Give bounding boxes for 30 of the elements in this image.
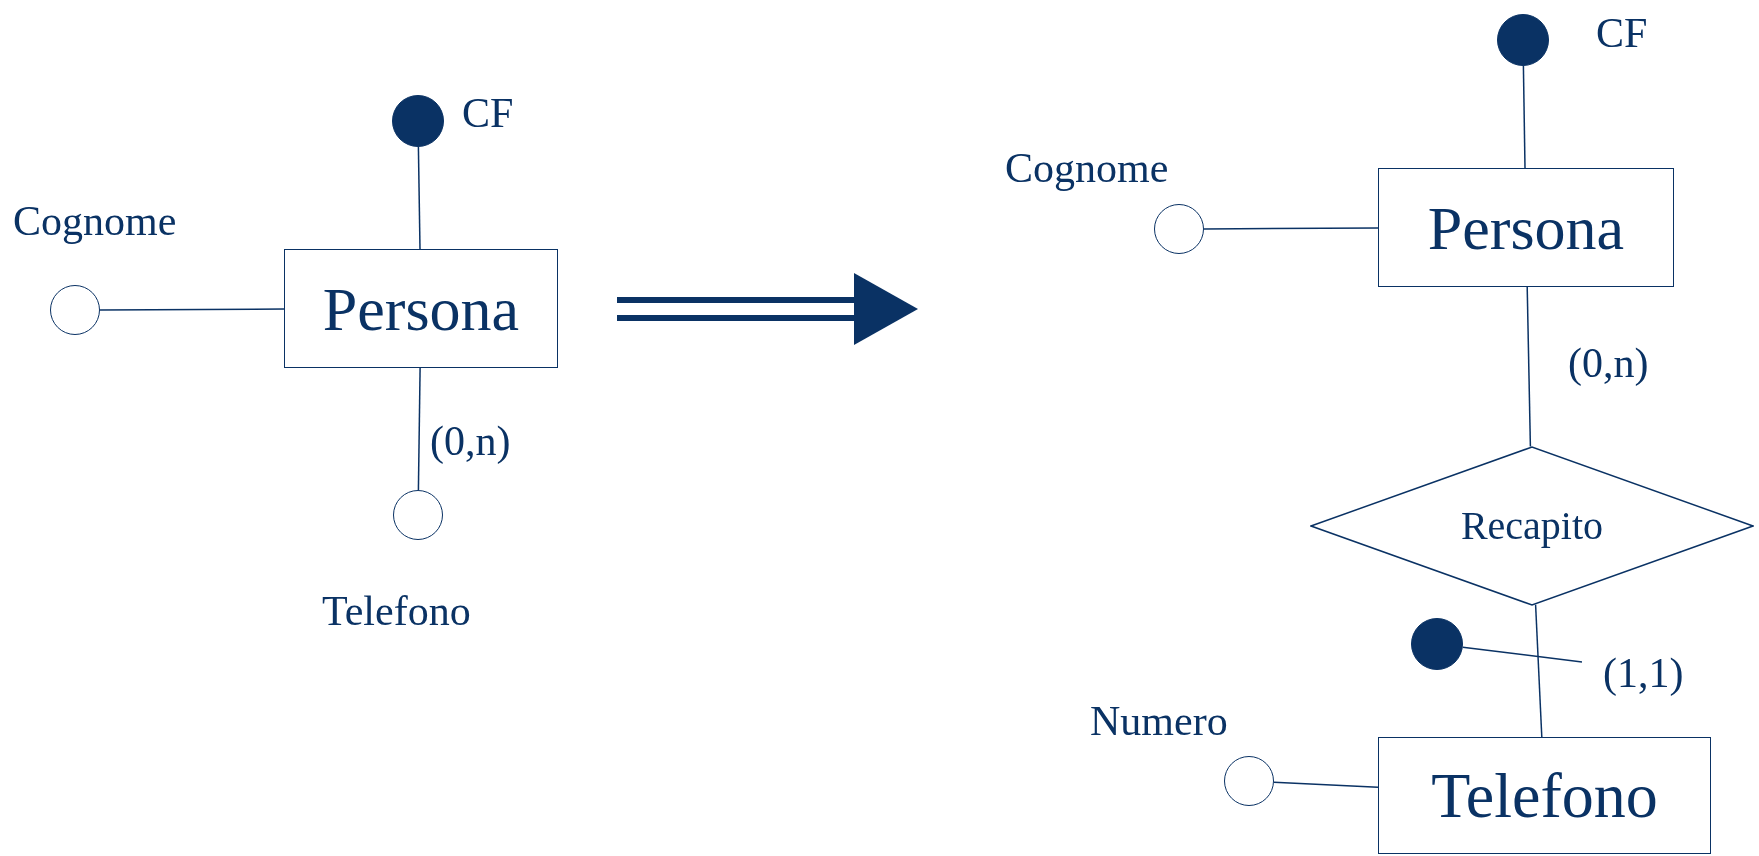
entity-name: Persona	[322, 277, 520, 340]
entity-box	[284, 249, 558, 368]
attribute-circle	[1154, 204, 1204, 254]
attribute-name: Numero	[1090, 700, 1228, 742]
attribute-circle	[50, 285, 100, 335]
connector-line	[1203, 227, 1379, 230]
identifier-circle	[1497, 14, 1549, 66]
attribute-name: Cognome	[13, 200, 177, 242]
connector-line	[1462, 646, 1583, 663]
entity-box	[1378, 168, 1674, 287]
connector-line	[1273, 781, 1379, 789]
entity-name: Persona	[1427, 196, 1625, 259]
attribute-name: CF	[462, 92, 514, 134]
connector-line	[417, 367, 421, 491]
identifier-circle	[392, 95, 444, 147]
connector-line	[1522, 65, 1526, 169]
identifier-circle	[1411, 618, 1463, 670]
attribute-name: CF	[1596, 12, 1648, 54]
attribute-circle	[1224, 756, 1274, 806]
attribute-name: Telefono	[322, 590, 471, 632]
relationship-name: Recapito	[1460, 506, 1604, 546]
connector-line	[1534, 603, 1543, 738]
connector-line	[417, 146, 421, 250]
connector-line	[1526, 286, 1532, 448]
entity-name: Telefono	[1431, 763, 1658, 828]
attribute-circle	[393, 490, 443, 540]
attribute-name: Cognome	[1005, 147, 1169, 189]
connector-line	[99, 308, 285, 311]
relationship-diamond	[1310, 446, 1754, 606]
entity-box	[1378, 737, 1711, 854]
